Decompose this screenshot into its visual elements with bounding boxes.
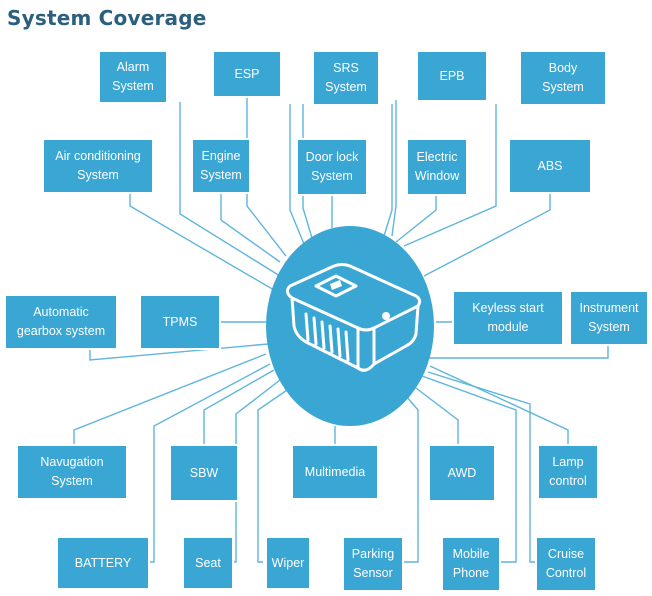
connector-line xyxy=(179,102,281,277)
connector-line xyxy=(426,344,609,359)
node-navugation-system: Navugation System xyxy=(18,446,126,498)
node-abs: ABS xyxy=(510,140,590,192)
node-label: Instrument System xyxy=(579,301,639,334)
node-label: Parking Sensor xyxy=(351,547,395,580)
connector-line xyxy=(421,375,517,563)
node-label: Alarm System xyxy=(112,60,154,93)
node-air-conditioning-system: Air conditioning System xyxy=(44,140,152,192)
connector-line xyxy=(73,353,267,446)
node-label: Door lock System xyxy=(305,150,359,183)
node-label: ESP xyxy=(234,66,260,81)
node-label: Multimedia xyxy=(304,464,366,479)
connector-line xyxy=(232,379,281,563)
node-label: Mobile Phone xyxy=(452,547,490,580)
connector-line xyxy=(429,365,569,446)
node-wiper: Wiper xyxy=(267,538,309,588)
node-label: Body System xyxy=(542,61,584,94)
connector-line xyxy=(129,192,275,291)
connector-line xyxy=(89,343,269,361)
connector-line xyxy=(220,192,281,263)
node-label: SBW xyxy=(189,465,219,480)
obd-scanner-icon xyxy=(285,263,422,372)
node-lamp-control: Lamp control xyxy=(539,446,597,498)
connector-line xyxy=(402,395,419,563)
node-automatic-gearbox-system: Automatic gearbox system xyxy=(6,296,116,348)
node-label: Lamp control xyxy=(549,455,587,488)
node-esp: ESP xyxy=(214,52,280,96)
connector-line xyxy=(148,363,271,563)
node-label: Electric Window xyxy=(414,150,460,183)
node-door-lock-system: Door lock System xyxy=(298,140,366,194)
connector-line xyxy=(423,192,551,277)
node-label: AWD xyxy=(447,465,477,480)
node-parking-sensor: Parking Sensor xyxy=(344,538,402,590)
node-label: SRS System xyxy=(325,61,367,94)
node-label: TPMS xyxy=(162,314,198,329)
node-label: Navugation System xyxy=(40,455,104,488)
node-label: Cruise Control xyxy=(545,547,587,580)
node-seat: Seat xyxy=(184,538,232,588)
connector-line xyxy=(302,104,313,239)
node-engine-system: Engine System xyxy=(193,140,249,192)
connector-line xyxy=(289,104,305,245)
node-cruise-control: Cruise Control xyxy=(537,538,595,590)
node-sbw: SBW xyxy=(171,446,237,500)
page-title: System Coverage xyxy=(7,6,207,30)
node-multimedia: Multimedia xyxy=(293,446,377,498)
node-electric-window: Electric Window xyxy=(408,140,466,194)
node-body-system: Body System xyxy=(521,52,605,104)
node-mobile-phone: Mobile Phone xyxy=(443,538,499,590)
node-label: Seat xyxy=(195,555,221,570)
node-label: Wiper xyxy=(271,555,305,570)
node-keyless-start-module: Keyless start module xyxy=(454,292,562,344)
node-label: Automatic gearbox system xyxy=(16,305,106,338)
node-label: BATTERY xyxy=(74,555,132,570)
connector-line xyxy=(395,194,437,243)
connector-line xyxy=(257,387,291,563)
node-tpms: TPMS xyxy=(141,296,219,348)
node-alarm-system: Alarm System xyxy=(100,52,166,102)
node-battery: BATTERY xyxy=(58,538,148,588)
node-label: Air conditioning System xyxy=(55,149,141,182)
node-label: ABS xyxy=(537,158,563,173)
node-label: Keyless start module xyxy=(472,301,544,334)
connector-line xyxy=(415,387,459,446)
node-label: EPB xyxy=(439,68,465,83)
connector-line xyxy=(246,96,287,257)
node-label: Engine System xyxy=(200,149,242,182)
node-epb: EPB xyxy=(418,52,486,100)
connector-line xyxy=(391,100,397,237)
connector-line xyxy=(383,104,393,237)
node-instrument-system: Instrument System xyxy=(571,292,647,344)
connector-line xyxy=(203,369,275,446)
node-srs-system: SRS System xyxy=(314,52,378,104)
connector-line xyxy=(403,104,497,247)
node-awd: AWD xyxy=(430,446,494,500)
